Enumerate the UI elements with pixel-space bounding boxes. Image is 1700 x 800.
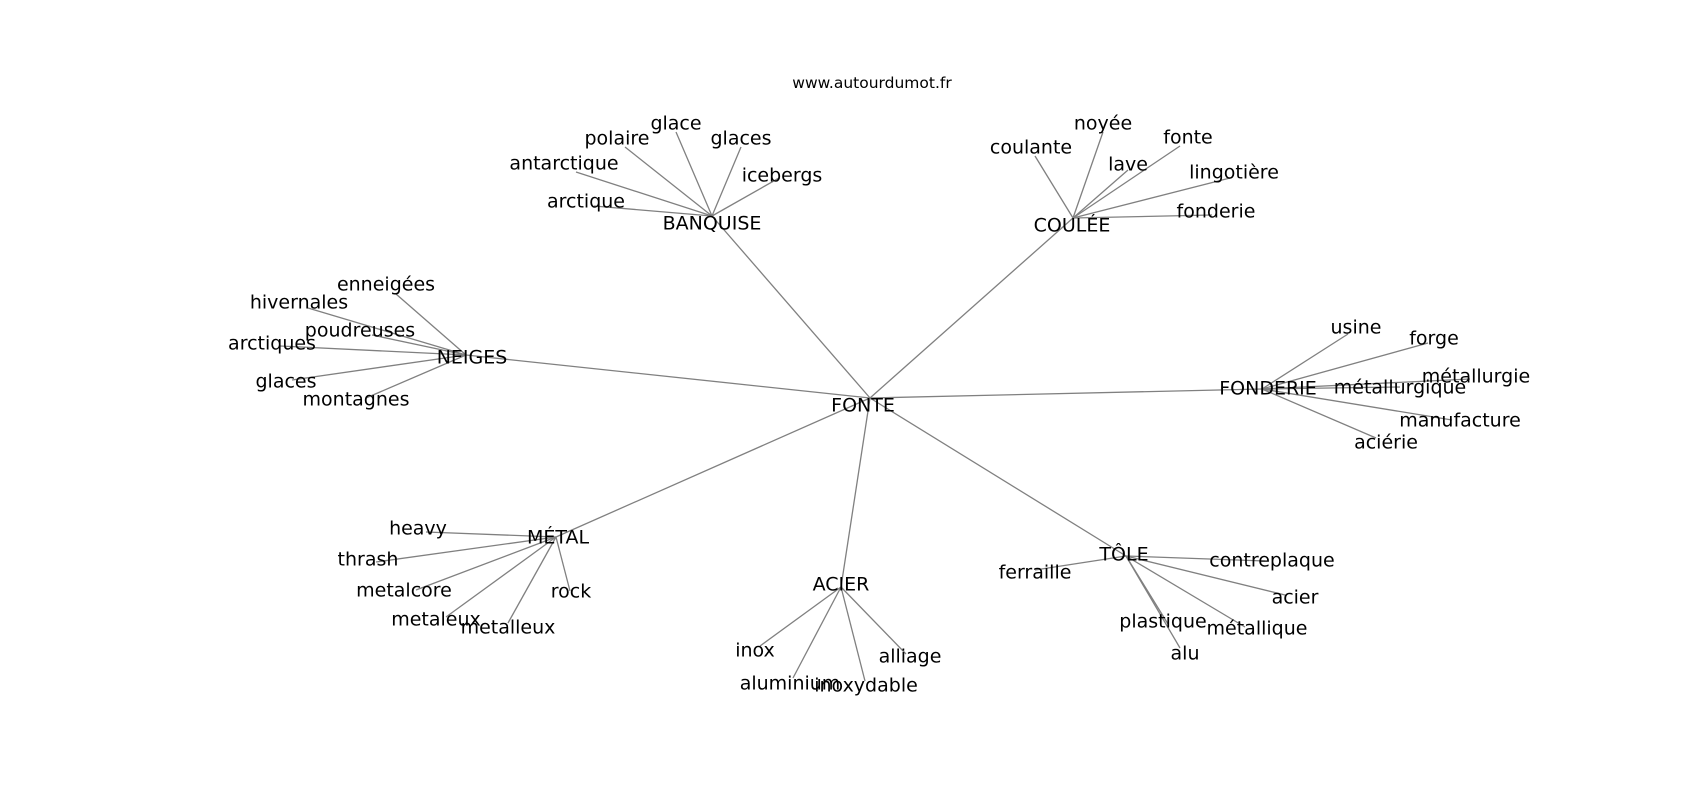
edge-metal-metaleux (445, 536, 557, 618)
edge-fonte-metal (555, 397, 871, 538)
edge-fonderie-metallurgie (1261, 378, 1471, 390)
edge-acier-aluminium (792, 586, 842, 679)
node-hub-coulee: COULÉE (1034, 214, 1111, 237)
edge-tole-acier (1125, 555, 1286, 596)
edge-fonte-banquise (711, 215, 871, 399)
node-word-coulee-lingotiere: lingotière (1189, 162, 1279, 184)
edge-fonte-tole (869, 397, 1127, 557)
node-word-metal-metalleux: metalleux (461, 617, 556, 639)
edge-banquise-icebergs (711, 177, 780, 217)
edge-fonte-fonderie (869, 388, 1263, 399)
node-hub-metal: MÉTAL (527, 526, 590, 549)
node-word-metal-rock: rock (551, 581, 591, 603)
node-word-banquise-glaces: glaces (710, 128, 771, 150)
node-center-fonte: FONTE (831, 395, 895, 417)
edge-tole-alu (1125, 555, 1181, 649)
node-word-metal-thrash: thrash (338, 549, 399, 571)
node-word-fonderie-metallurgique: métallurgique (1334, 377, 1467, 399)
node-word-fonderie-manufacture: manufacture (1399, 410, 1521, 432)
node-word-tole-alu: alu (1171, 643, 1200, 665)
edge-fonte-neiges (465, 354, 871, 399)
node-word-fonderie-usine: usine (1331, 317, 1382, 339)
edge-metal-metalcore (415, 536, 557, 591)
edge-coulee-noyee (1072, 131, 1104, 219)
node-word-coulee-fonte: fonte (1163, 127, 1213, 149)
edge-fonderie-acierie (1261, 388, 1377, 439)
node-word-metal-metalcore: metalcore (356, 580, 452, 602)
edge-fonderie-usine (1261, 333, 1349, 390)
node-word-banquise-arctique: arctique (547, 191, 625, 213)
edge-neiges-montagnes (365, 354, 467, 399)
node-word-banquise-icebergs: icebergs (742, 165, 823, 187)
edge-coulee-fonderie (1072, 214, 1213, 219)
node-word-banquise-antarctique: antarctique (509, 153, 618, 175)
node-word-banquise-polaire: polaire (585, 128, 650, 150)
node-word-neiges-enneigees: enneigées (337, 274, 435, 296)
edge-neiges-poudreuses (371, 334, 467, 356)
node-word-coulee-lave: lave (1108, 154, 1148, 176)
edge-acier-inox (759, 586, 842, 647)
edge-banquise-glace (675, 131, 713, 217)
node-hub-neiges: NEIGES (437, 347, 508, 369)
edge-metal-thrash (375, 536, 557, 563)
edge-banquise-glaces (711, 146, 742, 217)
edge-fonderie-manufacture (1261, 388, 1453, 421)
node-hub-fonderie: FONDERIE (1219, 378, 1317, 400)
node-word-neiges-hivernales: hivernales (250, 292, 348, 314)
edge-neiges-hivernales (307, 307, 467, 356)
node-word-neiges-poudreuses: poudreuses (305, 320, 415, 342)
node-hub-acier: ACIER (813, 574, 870, 596)
node-word-acier-alliage: alliage (879, 646, 942, 668)
edge-neiges-glaces (291, 354, 467, 381)
edge-neiges-enneigees (395, 293, 467, 356)
edge-fonderie-metallurgique (1261, 386, 1401, 390)
edge-neiges-arctiques (279, 345, 467, 356)
edge-coulee-lingotiere (1072, 177, 1231, 219)
node-word-coulee-noyee: noyée (1074, 113, 1132, 135)
node-word-fonderie-forge: forge (1409, 328, 1459, 350)
node-word-neiges-glaces: glaces (255, 371, 316, 393)
node-word-tole-ferraille: ferraille (999, 562, 1072, 584)
edge-coulee-fonte (1072, 145, 1181, 219)
edge-metal-heavy (425, 531, 557, 538)
node-hub-banquise: BANQUISE (663, 213, 762, 235)
node-word-banquise-glace: glace (650, 113, 701, 135)
edge-banquise-arctique (593, 205, 713, 217)
edge-metal-metalleux (507, 536, 557, 624)
node-word-tole-plastique: plastique (1119, 611, 1206, 633)
edge-metal-rock (555, 536, 571, 592)
node-word-acier-aluminium: aluminium (740, 673, 841, 695)
edge-tole-metallique (1125, 555, 1246, 628)
node-word-tole-acier: acier (1272, 587, 1319, 609)
edge-coulee-lave (1072, 169, 1129, 219)
node-word-neiges-montagnes: montagnes (303, 389, 410, 411)
edge-tole-contreplaque (1125, 555, 1266, 562)
node-word-acier-inox: inox (735, 640, 775, 662)
node-word-metal-heavy: heavy (389, 518, 447, 540)
edge-fonte-acier (840, 397, 871, 588)
node-word-coulee-fonderie: fonderie (1177, 201, 1256, 223)
node-word-fonderie-metallurgie: métallurgie (1422, 366, 1530, 388)
node-word-neiges-arctiques: arctiques (228, 333, 316, 355)
node-word-acier-inoxydable: inoxydable (814, 675, 918, 697)
edge-fonte-coulee (869, 217, 1074, 399)
node-word-fonderie-acierie: aciérie (1354, 432, 1418, 454)
graph-edges (279, 131, 1471, 682)
edge-banquise-polaire (624, 146, 713, 217)
edge-acier-inoxydable (840, 586, 866, 682)
node-hub-tole: TÔLE (1098, 542, 1148, 566)
node-word-tole-contreplaque: contreplaque (1209, 550, 1334, 572)
edge-coulee-coulante (1034, 155, 1074, 219)
edge-banquise-antarctique (575, 171, 713, 217)
edge-acier-alliage (840, 586, 907, 655)
node-word-coulee-coulante: coulante (990, 137, 1072, 159)
source-credit: www.autourdumot.fr (792, 74, 952, 92)
node-word-metal-metaleux: metaleux (391, 609, 481, 631)
edge-fonderie-forge (1261, 342, 1429, 390)
edge-tole-ferraille (1034, 555, 1127, 571)
node-word-tole-metallique: métallique (1207, 618, 1308, 640)
